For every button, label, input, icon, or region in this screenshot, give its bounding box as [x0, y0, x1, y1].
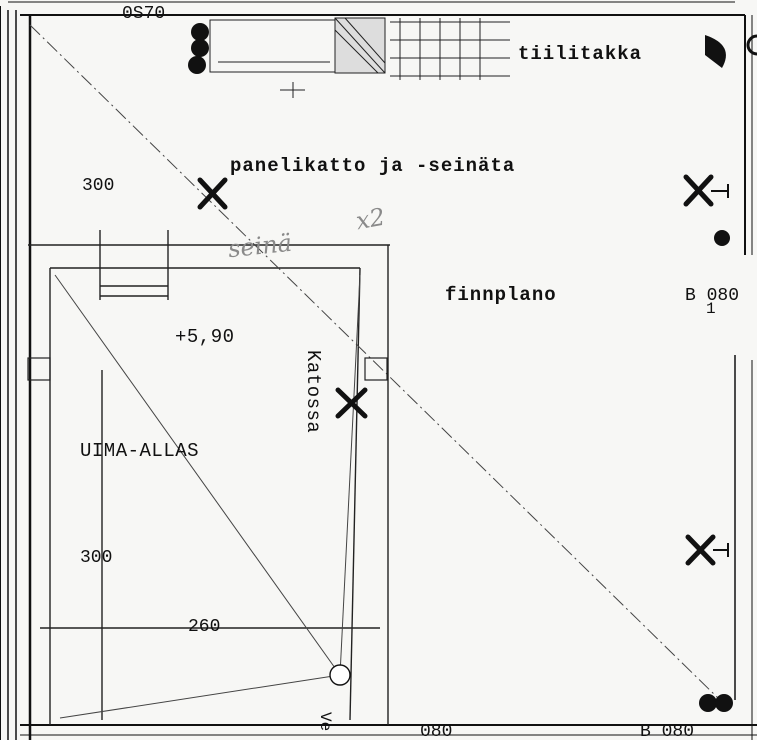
fireplace-symbol — [705, 34, 757, 68]
dimension-260: 260 — [188, 617, 221, 637]
pool-outline — [28, 230, 390, 725]
ceiling-note-label: Katossa — [302, 350, 324, 434]
mark-ticks — [711, 184, 729, 557]
outlets — [188, 23, 733, 712]
top-ref-label: 0S70 — [122, 4, 166, 24]
level-label: +5,90 — [175, 326, 235, 348]
drain-circle — [329, 664, 351, 686]
fireplace-label: tiilitakka — [518, 43, 643, 65]
dimension-300-top: 300 — [82, 176, 115, 196]
window-ref-bottom-right: B 080 — [640, 722, 695, 742]
window-ref-right-sub: 1 — [706, 300, 716, 318]
top-features — [209, 17, 510, 98]
left-window — [27, 357, 388, 381]
pool-label: UIMA-ALLAS — [80, 440, 200, 462]
handwritten-x2-note: x2 — [353, 202, 388, 236]
diagonal-lines — [29, 24, 721, 719]
dimension-300-bottom: 300 — [80, 548, 113, 568]
bottom-080-label: 080 — [420, 722, 453, 742]
window-ref-right: B 080 — [685, 286, 740, 306]
ceiling-walls-label: panelikatto ja -seinäta — [230, 155, 516, 177]
floor-label: finnplano — [445, 284, 557, 306]
bottom-ve-label: Ve — [316, 712, 334, 732]
light-marks — [197, 174, 716, 566]
